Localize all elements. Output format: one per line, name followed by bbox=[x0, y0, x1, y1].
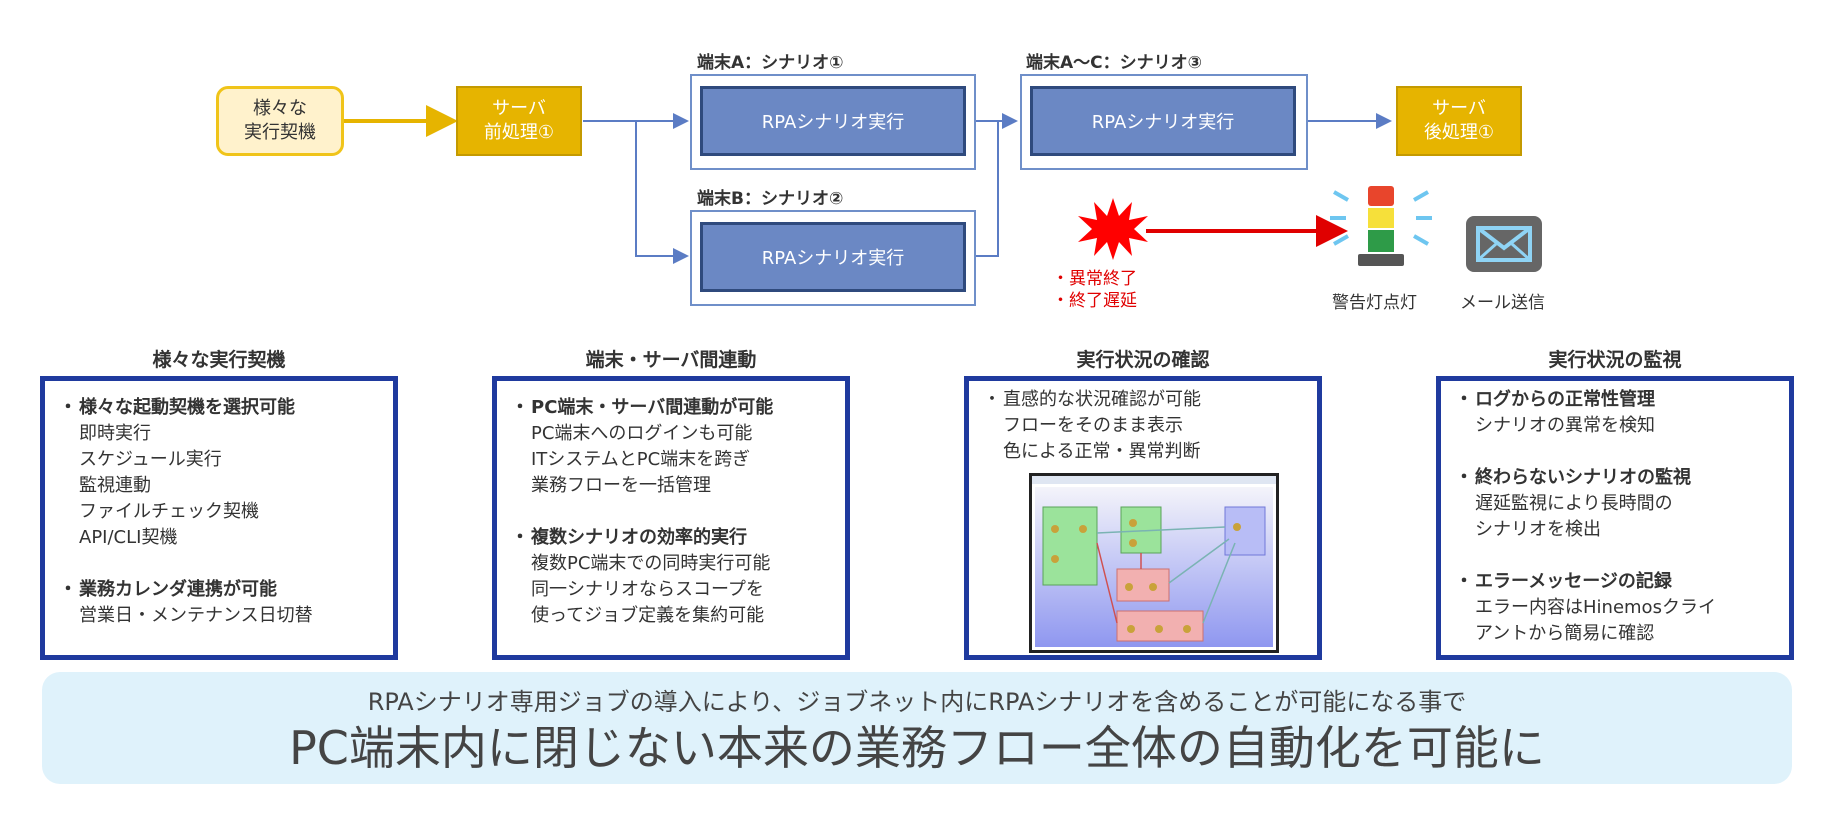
panel1-line: スケジュール実行 bbox=[79, 449, 222, 470]
server-preprocess-box: サーバ 前処理① bbox=[456, 86, 582, 156]
panel1-line: 様々な起動契機を選択可能 bbox=[59, 395, 379, 421]
arrow-b-to-merge bbox=[976, 121, 999, 257]
panel-monitoring: ログからの正常性管理 シナリオの異常を検知 終わらないシナリオの監視 遅延監視に… bbox=[1436, 376, 1794, 660]
panel2-line: PC端末・サーバ間連動が可能 bbox=[511, 395, 831, 421]
panel1-line: 業務カレンダ連携が可能 bbox=[59, 577, 379, 603]
panel4-line: ログからの正常性管理 bbox=[1455, 387, 1775, 413]
panel2-line: 業務フローを一括管理 bbox=[531, 475, 711, 496]
panel2-line: ITシステムとPC端末を跨ぎ bbox=[531, 449, 751, 470]
server-postprocess-box: サーバ 後処理① bbox=[1396, 86, 1522, 156]
panel2-line: 複数シナリオの効率的実行 bbox=[511, 525, 831, 551]
panel1-line: 監視連動 bbox=[79, 475, 151, 496]
panel-title-monitoring: 実行状況の監視 bbox=[1548, 349, 1682, 371]
alert-abnormal-end: ・異常終了 bbox=[1052, 269, 1137, 289]
rpa-scenario-a: RPAシナリオ実行 bbox=[700, 86, 966, 156]
arrow-to-scenario-b bbox=[635, 121, 689, 264]
panel-title-linkage: 端末・サーバ間連動 bbox=[585, 349, 757, 371]
panel-triggers: 様々な起動契機を選択可能 即時実行 スケジュール実行 監視連動 ファイルチェック… bbox=[40, 376, 398, 660]
panel1-line: API/CLI契機 bbox=[79, 527, 178, 548]
warning-light-icon bbox=[1330, 186, 1432, 266]
panel2-line: 複数PC端末での同時実行可能 bbox=[531, 553, 771, 574]
mail-icon bbox=[1466, 216, 1542, 272]
terminal-a-label: 端末A：シナリオ① bbox=[697, 53, 844, 73]
panel1-line: ファイルチェック契機 bbox=[79, 501, 259, 522]
panel4-line: 遅延監視により長時間の bbox=[1475, 493, 1673, 514]
panel-title-triggers: 様々な実行契機 bbox=[152, 349, 286, 371]
panel2-line: 同一シナリオならスコープを bbox=[531, 579, 764, 600]
alert-burst-icon bbox=[1078, 198, 1148, 260]
banner-subtitle: RPAシナリオ専用ジョブの導入により、ジョブネット内にRPAシナリオを含めること… bbox=[367, 688, 1467, 716]
jobflow-screenshot-thumbnail bbox=[1029, 473, 1279, 653]
panel4-line: アントから簡易に確認 bbox=[1475, 623, 1655, 644]
panel2-line: PC端末へのログインも可能 bbox=[531, 423, 753, 444]
rpa-scenario-c: RPAシナリオ実行 bbox=[1030, 86, 1296, 156]
panel4-line: 終わらないシナリオの監視 bbox=[1455, 465, 1775, 491]
panel4-line: エラーメッセージの記録 bbox=[1455, 569, 1775, 595]
flow-connectors bbox=[344, 105, 1392, 264]
terminal-b-label: 端末B：シナリオ② bbox=[697, 189, 844, 209]
panel4-line: シナリオを検出 bbox=[1475, 519, 1601, 540]
mail-caption: メール送信 bbox=[1460, 293, 1545, 313]
panel4-line: エラー内容はHinemosクライ bbox=[1475, 597, 1716, 618]
trigger-box: 様々な 実行契機 bbox=[216, 86, 344, 156]
panel-status-check: 直感的な状況確認が可能 フローをそのまま表示 色による正常・異常判断 bbox=[964, 376, 1322, 660]
terminal-c-label: 端末A～C：シナリオ③ bbox=[1026, 53, 1203, 73]
panel2-line: 使ってジョブ定義を集約可能 bbox=[531, 605, 765, 626]
panel3-line: 直感的な状況確認が可能 bbox=[983, 387, 1303, 413]
panel3-line: フローをそのまま表示 bbox=[1003, 415, 1183, 436]
alert-conditions: ・異常終了 ・終了遅延 bbox=[1052, 268, 1137, 312]
panel3-line: 色による正常・異常判断 bbox=[1003, 441, 1201, 462]
banner-headline: PC端末内に閉じない本来の業務フロー全体の自動化を可能に bbox=[289, 721, 1545, 775]
panel4-line: シナリオの異常を検知 bbox=[1475, 415, 1655, 436]
panel1-line: 営業日・メンテナンス日切替 bbox=[79, 605, 313, 626]
panel1-line: 即時実行 bbox=[79, 423, 151, 444]
summary-banner: RPAシナリオ専用ジョブの導入により、ジョブネット内にRPAシナリオを含めること… bbox=[42, 672, 1792, 784]
rpa-scenario-b: RPAシナリオ実行 bbox=[700, 222, 966, 292]
warning-light-caption: 警告灯点灯 bbox=[1332, 293, 1417, 313]
panel-linkage: PC端末・サーバ間連動が可能 PC端末へのログインも可能 ITシステムとPC端末… bbox=[492, 376, 850, 660]
panel-title-status-check: 実行状況の確認 bbox=[1076, 349, 1210, 371]
alert-end-delay: ・終了遅延 bbox=[1052, 291, 1137, 311]
